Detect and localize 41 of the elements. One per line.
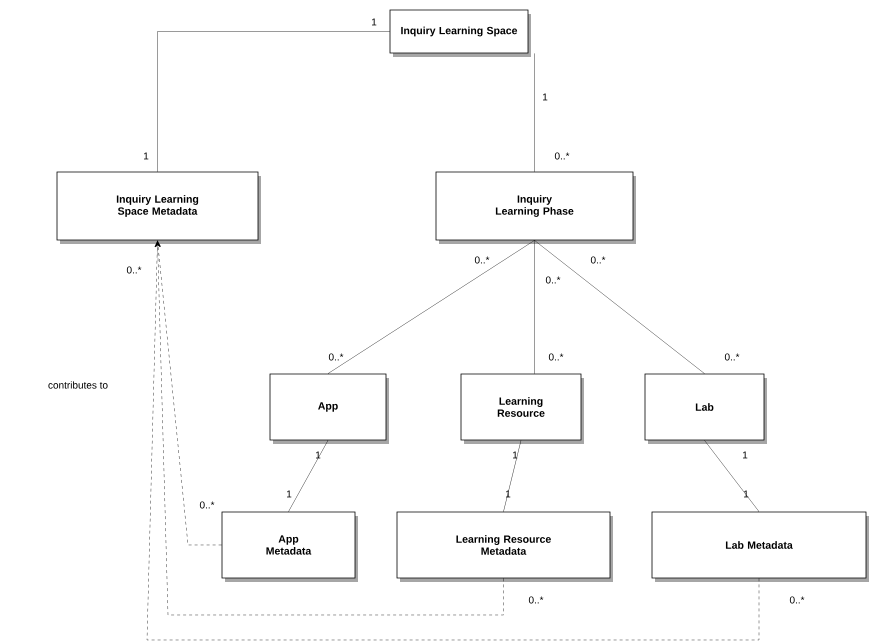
class-box: Inquiry Learning Space <box>390 10 531 57</box>
multiplicity-label: 0..* <box>126 266 142 274</box>
multiplicity-label: 0..* <box>590 256 606 264</box>
multiplicity-label: 1 <box>144 152 148 160</box>
multiplicity-label: 0..* <box>546 276 560 284</box>
multiplicity-label: 1 <box>506 490 510 498</box>
connector <box>157 31 390 172</box>
class-box: App <box>270 374 389 444</box>
edge-label: contributes to <box>47 380 110 390</box>
connector <box>534 240 535 374</box>
multiplicity-label: 0..* <box>328 353 344 361</box>
multiplicity-label: 0..* <box>528 596 544 604</box>
connector <box>155 240 222 546</box>
multiplicity-label: 0..* <box>474 256 490 264</box>
class-box: Learning Resource <box>460 374 584 444</box>
connector <box>154 240 504 616</box>
class-box: Inquiry Learning Phase <box>436 172 636 244</box>
class-box: Lab Metadata <box>652 512 869 582</box>
connector <box>534 53 535 172</box>
connector <box>503 440 522 512</box>
multiplicity-label: 0..* <box>548 353 564 361</box>
connector <box>534 240 705 374</box>
multiplicity-label: 0..* <box>554 152 570 160</box>
multiplicity-label: 1 <box>287 490 292 498</box>
multiplicity-label: 0..* <box>200 501 214 509</box>
connector <box>328 240 535 374</box>
multiplicity-label: 1 <box>316 452 320 458</box>
multiplicity-label: 1 <box>372 18 376 26</box>
multiplicity-label: 0..* <box>790 596 804 604</box>
multiplicity-label: 1 <box>743 452 748 458</box>
connector <box>288 440 328 512</box>
connector <box>146 240 760 640</box>
multiplicity-label: 1 <box>543 94 548 100</box>
connector <box>704 440 760 512</box>
class-box: Inquiry Learning Space Metadata <box>56 172 261 244</box>
class-box: Learning Resource Metadata <box>396 512 613 582</box>
multiplicity-label: 0..* <box>724 353 740 361</box>
class-box: App Metadata <box>222 512 358 582</box>
multiplicity-label: 1 <box>744 490 748 498</box>
multiplicity-label: 1 <box>513 452 518 458</box>
class-box: Lab <box>644 374 767 444</box>
